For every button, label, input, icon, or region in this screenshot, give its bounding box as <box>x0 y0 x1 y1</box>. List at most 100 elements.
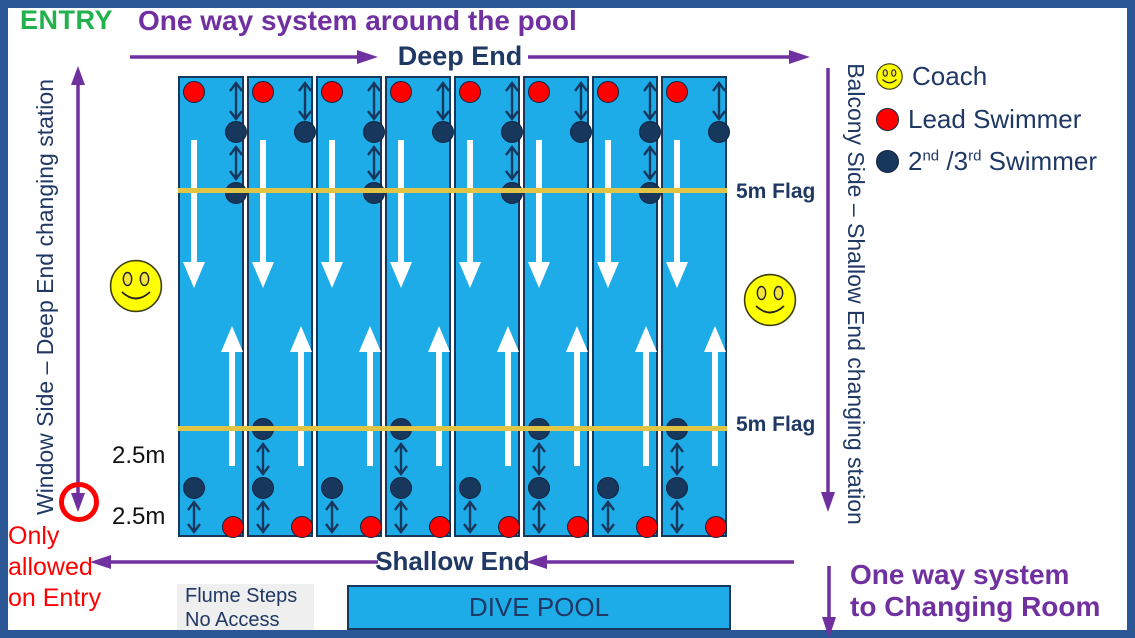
coach-smiley-icon <box>876 62 903 90</box>
legend-item-coach: Coach <box>876 61 987 91</box>
second-swimmer-marker <box>363 121 385 143</box>
queue-arrow-icon <box>394 500 408 534</box>
second-swimmer-marker <box>294 121 316 143</box>
entry-label: ENTRY <box>20 5 114 35</box>
second-swimmer-marker <box>666 477 688 499</box>
second-swimmer-marker <box>183 477 205 499</box>
queue-arrow-icon <box>463 500 477 534</box>
entry-only-note: Only allowed on Entry <box>8 522 102 612</box>
balcony-side-label: Balcony Side – Shallow End changing stat… <box>843 63 869 525</box>
queue-arrow-icon <box>505 81 519 121</box>
lead-swimmer-marker <box>459 81 481 103</box>
legend-item-second-swimmer: 2nd /3rd Swimmer <box>876 146 1097 176</box>
legend-item-lead-swimmer: Lead Swimmer <box>876 104 1081 134</box>
swim-down-arrow <box>252 140 274 288</box>
second-swimmer-marker <box>501 182 523 204</box>
second-swimmer-marker <box>459 477 481 499</box>
queue-arrow-icon <box>601 500 615 534</box>
pool-lane <box>523 76 592 538</box>
depth-label-1: 2.5m <box>112 442 166 469</box>
swim-up-arrow <box>635 326 657 466</box>
one-way-changing-note: One way system to Changing Room <box>850 559 1101 622</box>
second-swimmer-marker <box>321 477 343 499</box>
lead-swimmer-marker <box>705 516 727 538</box>
second-swimmer-marker <box>708 121 730 143</box>
queue-arrow-icon <box>256 442 270 476</box>
swim-down-arrow <box>321 140 343 288</box>
second-swimmer-marker <box>501 121 523 143</box>
lead-swimmer-marker <box>321 81 343 103</box>
swim-down-arrow <box>183 140 205 288</box>
lead-swimmer-marker <box>567 516 589 538</box>
balcony-side-flow-arrow <box>821 68 835 512</box>
queue-arrow-icon <box>298 81 312 121</box>
queue-arrow-icon <box>532 500 546 534</box>
coach-smiley-icon <box>109 259 163 313</box>
pool-lane <box>385 76 454 538</box>
lead-swimmer-marker <box>390 81 412 103</box>
swim-down-arrow <box>666 140 688 288</box>
lead-swimmer-marker <box>429 516 451 538</box>
second-swimmer-marker <box>639 121 661 143</box>
second-swimmer-marker <box>225 121 247 143</box>
legend-label-lead-swimmer: Lead Swimmer <box>908 103 1082 134</box>
queue-arrow-icon <box>367 81 381 121</box>
queue-arrow-icon <box>574 81 588 121</box>
shallow-end-flow-arrow-right <box>526 555 794 569</box>
lead-swimmer-marker <box>183 81 205 103</box>
queue-arrow-icon <box>229 145 243 181</box>
swim-down-arrow <box>528 140 550 288</box>
swim-down-arrow <box>459 140 481 288</box>
lead-swimmer-marker <box>291 516 313 538</box>
depth-label-2: 2.5m <box>112 503 166 530</box>
window-side-label: Window Side – Deep End changing station <box>32 79 58 516</box>
entry-point-ring <box>59 482 99 522</box>
queue-arrow-icon <box>712 81 726 121</box>
queue-arrow-icon <box>256 500 270 534</box>
lead-swimmer-marker <box>222 516 244 538</box>
queue-arrow-icon <box>394 442 408 476</box>
pool-lane <box>178 76 247 538</box>
lead-swimmer-icon <box>876 107 899 131</box>
deep-end-label: Deep End <box>397 41 523 71</box>
shallow-end-flow-arrow-left <box>90 555 378 569</box>
pool-lane <box>454 76 523 538</box>
flag-line-deep <box>178 188 727 193</box>
window-side-flow-arrow <box>71 66 85 512</box>
deep-end-flow-arrow-right <box>528 50 810 64</box>
queue-arrow-icon <box>670 442 684 476</box>
second-swimmer-marker <box>570 121 592 143</box>
lead-swimmer-marker <box>636 516 658 538</box>
to-changing-room-arrow <box>822 566 836 638</box>
flag-line-shallow <box>178 426 727 431</box>
second-swimmer-marker <box>363 182 385 204</box>
legend-label-coach: Coach <box>912 60 988 91</box>
lead-swimmer-marker <box>528 81 550 103</box>
queue-arrow-icon <box>643 81 657 121</box>
deep-end-flow-arrow-left <box>130 50 378 64</box>
second-swimmer-marker <box>225 182 247 204</box>
pool-lane <box>661 76 730 538</box>
swim-up-arrow <box>359 326 381 466</box>
queue-arrow-icon <box>532 442 546 476</box>
page-title: One way system around the pool <box>138 5 577 36</box>
queue-arrow-icon <box>325 500 339 534</box>
second-swimmer-marker <box>597 477 619 499</box>
second-swimmer-marker <box>252 477 274 499</box>
swim-down-arrow <box>597 140 619 288</box>
dive-pool: DIVE POOL <box>347 585 731 630</box>
lead-swimmer-marker <box>252 81 274 103</box>
second-swimmer-marker <box>639 182 661 204</box>
queue-arrow-icon <box>187 500 201 534</box>
swim-up-arrow <box>221 326 243 466</box>
pool-lane <box>316 76 385 538</box>
queue-arrow-icon <box>367 145 381 181</box>
second-swimmer-marker <box>432 121 454 143</box>
lead-swimmer-marker <box>666 81 688 103</box>
dive-pool-label: DIVE POOL <box>468 592 610 622</box>
swim-up-arrow <box>704 326 726 466</box>
pool-lane <box>592 76 661 538</box>
legend-label-second-swimmer: 2nd /3rd Swimmer <box>908 145 1097 176</box>
swim-down-arrow <box>390 140 412 288</box>
